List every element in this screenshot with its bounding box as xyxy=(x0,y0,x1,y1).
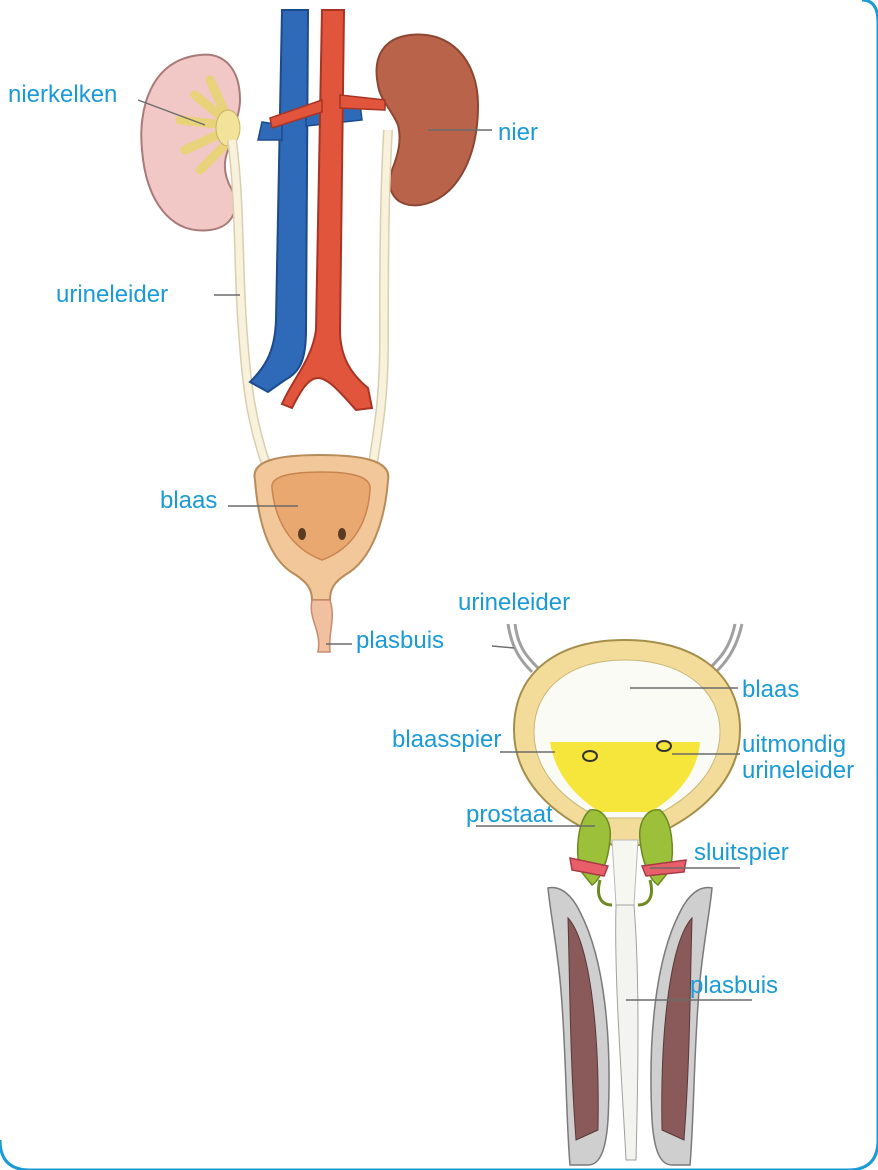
prostate-duct-left xyxy=(599,880,613,905)
leader-urineleider-bottom xyxy=(492,646,514,648)
label-sluitspier: sluitspier xyxy=(694,840,789,866)
prostate-duct-right xyxy=(638,880,652,905)
label-nierkelken: nierkelken xyxy=(8,82,117,108)
label-plasbuis-bottom: plasbuis xyxy=(690,973,778,999)
urethra-bottom xyxy=(616,905,638,1160)
label-urineleider-top: urineleider xyxy=(56,282,168,308)
label-plasbuis-top: plasbuis xyxy=(356,628,444,654)
vena-cava xyxy=(250,10,308,392)
label-blaas-bottom: blaas xyxy=(742,677,799,703)
right-kidney xyxy=(377,34,478,205)
urinary-system-illustration xyxy=(141,10,478,652)
label-prostaat: prostaat xyxy=(466,802,553,828)
label-nier: nier xyxy=(498,120,538,146)
label-urineleider-bottom: urineleider xyxy=(458,590,570,616)
prostate-urethra xyxy=(612,840,638,905)
label-uitmondig-urineleider: uitmondig urineleider xyxy=(742,732,878,784)
label-blaasspier: blaasspier xyxy=(392,727,501,753)
label-blaas-top: blaas xyxy=(160,488,217,514)
bladder-cross-section-illustration xyxy=(508,624,742,1165)
renal-artery xyxy=(340,95,385,110)
ureter-stub-right xyxy=(716,624,742,672)
ureter-stub-right-2 xyxy=(710,624,735,668)
ureter-stub-left-2 xyxy=(515,624,538,668)
